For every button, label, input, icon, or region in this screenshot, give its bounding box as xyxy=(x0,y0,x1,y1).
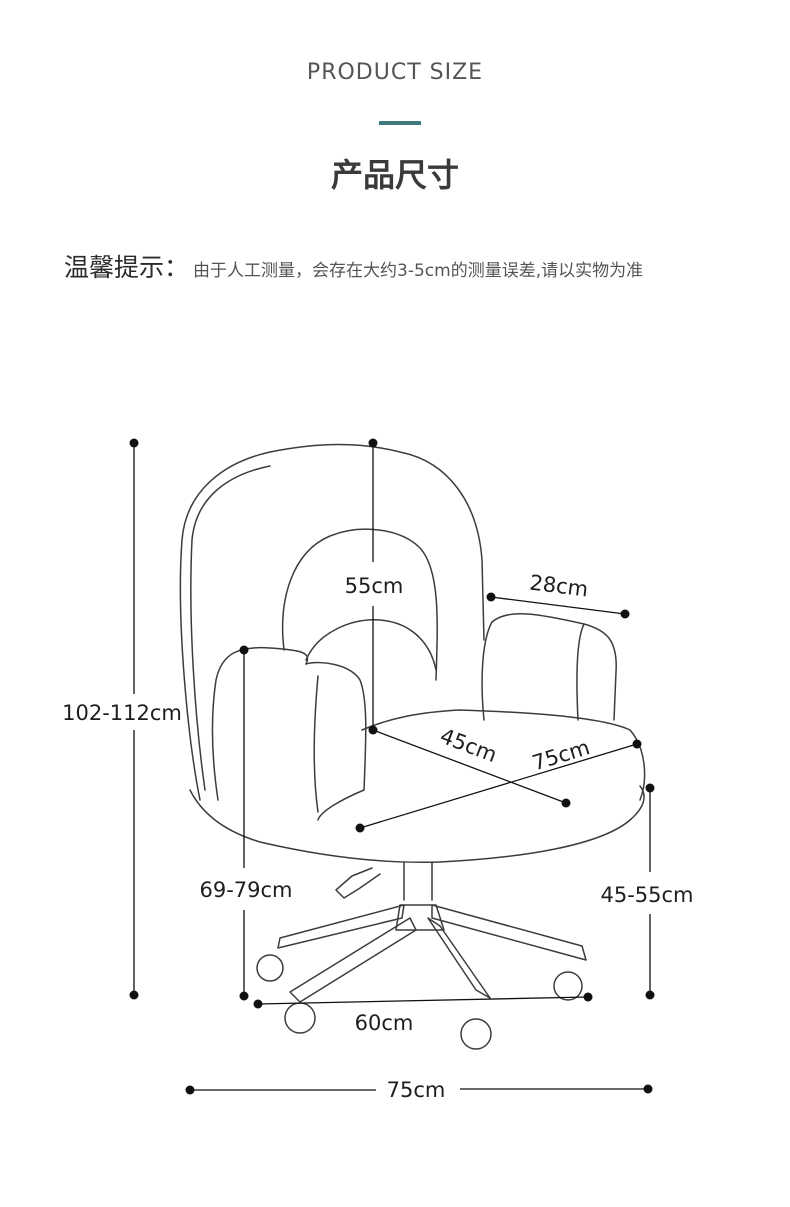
armrest-length-line xyxy=(490,596,626,615)
backrest-lower-cushion xyxy=(305,619,437,671)
label-armrest-length: 28cm xyxy=(528,571,589,602)
title-chinese: 产品尺寸 xyxy=(330,156,459,194)
label-base-width: 60cm xyxy=(355,1011,414,1035)
chair-illustration xyxy=(179,443,646,1003)
dot-arm-start xyxy=(486,592,496,602)
dimension-endpoints xyxy=(129,438,655,1095)
chair-casters xyxy=(256,954,583,1050)
label-seat-height: 45-55cm xyxy=(600,883,693,907)
dot-diag-start xyxy=(355,823,365,833)
dot-back-top xyxy=(368,438,378,448)
seat-diagonal-line xyxy=(359,743,638,829)
caster-left xyxy=(256,954,284,982)
dimension-lines xyxy=(133,443,651,1091)
dot-armheight-top xyxy=(239,645,249,655)
right-armrest xyxy=(481,613,617,721)
backrest-upper-cushion xyxy=(281,528,438,681)
dot-armheight-bottom xyxy=(239,991,249,1001)
notice-text: 由于人工测量，会存在大约3-5cm的测量误差,请以实物为准 xyxy=(193,261,644,281)
label-armrest-height: 69-79cm xyxy=(199,878,292,902)
dot-back-bottom xyxy=(368,725,378,735)
gas-cylinder xyxy=(403,861,433,901)
right-arm-front xyxy=(576,623,585,721)
label-seat-depth: 45cm xyxy=(437,724,500,767)
dot-base-right xyxy=(583,992,593,1002)
dot-diag-end xyxy=(632,739,642,749)
seat-front xyxy=(189,785,645,864)
dot-seatheight-bottom xyxy=(645,990,655,1000)
dot-total-top xyxy=(129,438,139,448)
dot-arm-end xyxy=(620,609,630,619)
caster-front-left xyxy=(284,1002,316,1034)
dot-depth-end xyxy=(561,798,571,808)
label-backrest-height: 55cm xyxy=(345,574,404,598)
title-english: PRODUCT SIZE xyxy=(306,60,484,85)
chair-backrest-outline xyxy=(179,443,485,801)
label-seat-diagonal: 75cm xyxy=(529,735,592,775)
title-accent-bar xyxy=(379,121,421,125)
seat-depth-line xyxy=(372,729,567,804)
caster-front-right xyxy=(460,1018,492,1050)
base-width-line xyxy=(257,996,589,1005)
dot-base-left xyxy=(253,999,263,1009)
measurement-notice: 温馨提示：由于人工测量，会存在大约3-5cm的测量误差,请以实物为准 xyxy=(64,248,764,284)
left-arm-front xyxy=(305,661,367,791)
notice-label: 温馨提示： xyxy=(64,253,190,282)
base-hub xyxy=(395,904,445,931)
caster-right xyxy=(553,971,583,1001)
seat-top xyxy=(361,709,646,801)
dot-total-bottom xyxy=(129,990,139,1000)
label-total-height: 102-112cm xyxy=(62,701,182,725)
left-armrest xyxy=(211,646,309,801)
chair-backrest-inner xyxy=(190,465,271,791)
label-overall-width: 75cm xyxy=(387,1078,446,1102)
tilt-lever xyxy=(335,867,381,899)
left-arm-panel xyxy=(313,675,319,813)
base-legs xyxy=(277,904,587,1003)
dot-width-left xyxy=(185,1085,195,1095)
dot-width-right xyxy=(643,1084,653,1094)
dot-seatheight-top xyxy=(645,783,655,793)
seat-side xyxy=(317,789,365,821)
